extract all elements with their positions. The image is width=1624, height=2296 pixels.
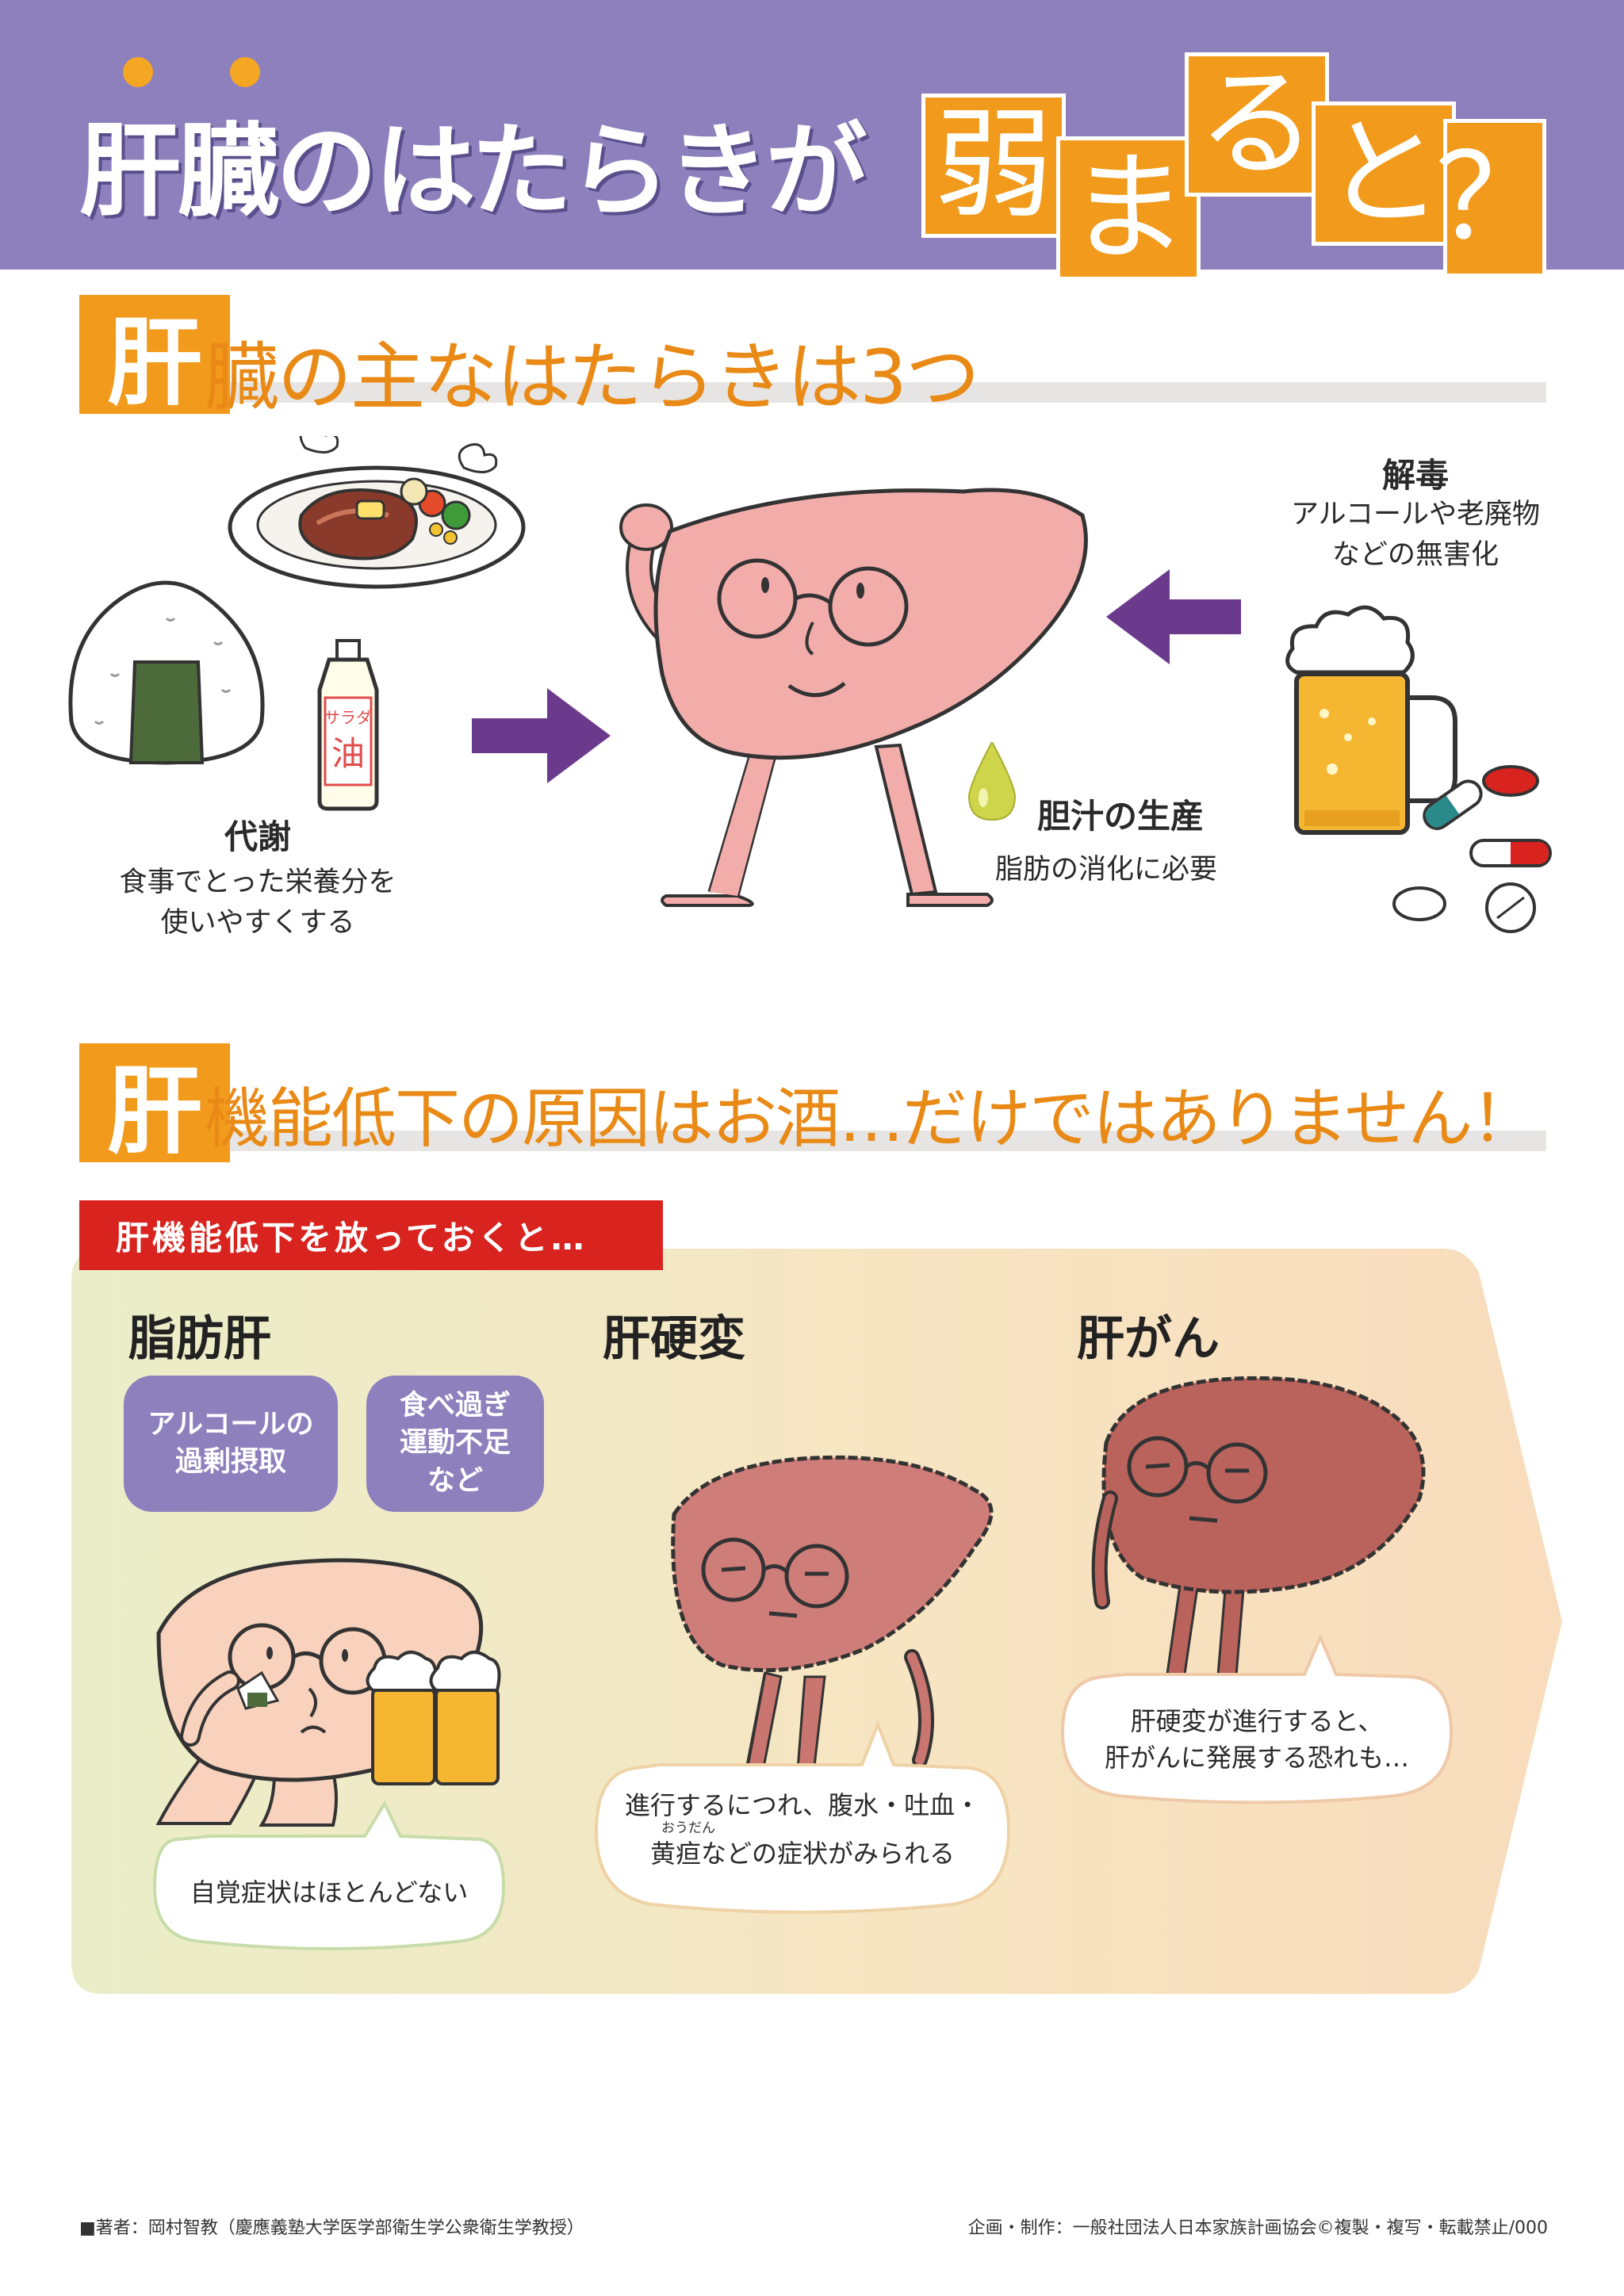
section2-box: 肝 — [79, 1043, 230, 1167]
warning-banner: 肝機能低下を放っておくと… — [79, 1200, 663, 1270]
steak-plate-icon — [228, 436, 526, 589]
function-metabolism-desc-line-2: 使いやすくする — [160, 906, 355, 939]
oil-label-small: サラダ — [324, 708, 372, 727]
title-char-box-5: ？ — [1435, 119, 1554, 277]
bubble-cirrhosis-text: 進行するにつれ、腹水・吐血・ おうだん 黄疸などの症状がみられる — [620, 1787, 985, 1873]
page-title: 肝臓のはたらきが — [79, 113, 867, 231]
cause-alcohol-line-2: 過剰摂取 — [174, 1446, 286, 1478]
footer-author: ■著者：岡村智教（慶應義塾大学医学部衛生学公衆衛生学教授） — [79, 2218, 584, 2238]
cause-overeating-line-1: 食べ過ぎ — [399, 1390, 511, 1422]
section2-title: 機能低下の原因はお酒…だけではありません！ — [205, 1081, 1537, 1157]
bubble-liver-cancer — [1060, 1633, 1454, 1804]
bubble-liver-cancer-text: 肝硬変が進行すると、 肝がんに発展する恐れも… — [1078, 1703, 1435, 1777]
title-char-box-4: と — [1312, 101, 1456, 246]
title-char-box-1: 弱 — [921, 94, 1066, 238]
onigiri-icon — [68, 580, 265, 765]
bubble-fatty-liver — [152, 1800, 506, 1950]
function-metabolism-desc: 食事でとった栄養分を 使いやすくする — [99, 863, 416, 943]
cause-overeating-line-2: 運動不足 — [399, 1427, 511, 1460]
oil-bottle-icon: サラダ 油 — [317, 639, 379, 811]
liver-character — [619, 488, 1088, 907]
cirrhosis-liver-character — [671, 1455, 994, 1787]
arrow-left-icon — [1106, 569, 1241, 664]
function-bile-desc: 脂肪の消化に必要 — [975, 850, 1237, 890]
title-dot-2 — [230, 57, 260, 87]
cause-alcohol-line-1: アルコールの — [147, 1408, 314, 1441]
title-dot-1 — [123, 57, 153, 87]
footer-credit: 企画・制作：一般社団法人日本家族計画協会©複製・複写・転載禁止/000 — [967, 2218, 1548, 2238]
oil-label-big: 油 — [331, 734, 365, 773]
beer-pills-illustration — [1285, 605, 1552, 933]
stage-fatty-liver-title: 脂肪肝 — [128, 1311, 271, 1367]
stage-liver-cancer-title: 肝がん — [1077, 1311, 1220, 1367]
function-detox-desc-line-1: アルコールや老廃物 — [1291, 499, 1540, 530]
function-detox-desc-line-2: などの無害化 — [1331, 538, 1499, 571]
food-illustrations: サラダ 油 — [68, 436, 526, 811]
bubble-cirrhosis-line-1: 進行するにつれ、腹水・吐血・ — [624, 1790, 981, 1820]
function-bile-title: 胆汁の生産 — [1037, 797, 1205, 836]
bile-drop-icon — [967, 742, 1017, 821]
section1-box: 肝 — [79, 295, 230, 419]
bubble-fatty-liver-text: 自覚症状はほとんどない — [190, 1877, 469, 1908]
section1-title: 臓の主なはたらきは3つ — [205, 335, 980, 421]
bubble-cirrhosis — [594, 1720, 1011, 1914]
cause-overeating: 食べ過ぎ 運動不足 など — [366, 1376, 544, 1512]
bubble-liver-cancer-line-2: 肝がんに発展する恐れも… — [1104, 1743, 1409, 1774]
arrow-right-icon — [472, 688, 611, 783]
function-metabolism-title: 代謝 — [224, 817, 291, 856]
pills-icon — [1392, 765, 1552, 933]
section2-underline — [190, 1131, 1546, 1151]
function-metabolism-desc-line-1: 食事でとった栄養分を — [119, 867, 396, 898]
function-bile-desc-line-1: 脂肪の消化に必要 — [994, 854, 1217, 886]
function-detox-desc: アルコールや老廃物 などの無害化 — [1261, 495, 1570, 576]
liver-cancer-character — [1091, 1376, 1426, 1686]
stage-cirrhosis-title: 肝硬変 — [603, 1311, 745, 1367]
fatty-liver-character — [155, 1558, 501, 1827]
cause-alcohol: アルコールの 過剰摂取 — [124, 1376, 338, 1512]
beer-mug-icon — [1285, 605, 1457, 835]
ruby-oudan: おうだん — [661, 1820, 715, 1837]
section1-underline — [190, 382, 1546, 403]
bubble-liver-cancer-line-1: 肝硬変が進行すると、 — [1130, 1706, 1384, 1736]
function-detox-title: 解毒 — [1381, 456, 1449, 495]
cause-overeating-line-3: など — [427, 1464, 483, 1497]
title-char-box-3: る — [1185, 52, 1329, 197]
bubble-cirrhosis-line-2: 黄疸などの症状がみられる — [649, 1839, 955, 1869]
title-char-box-2: ま — [1056, 136, 1201, 281]
